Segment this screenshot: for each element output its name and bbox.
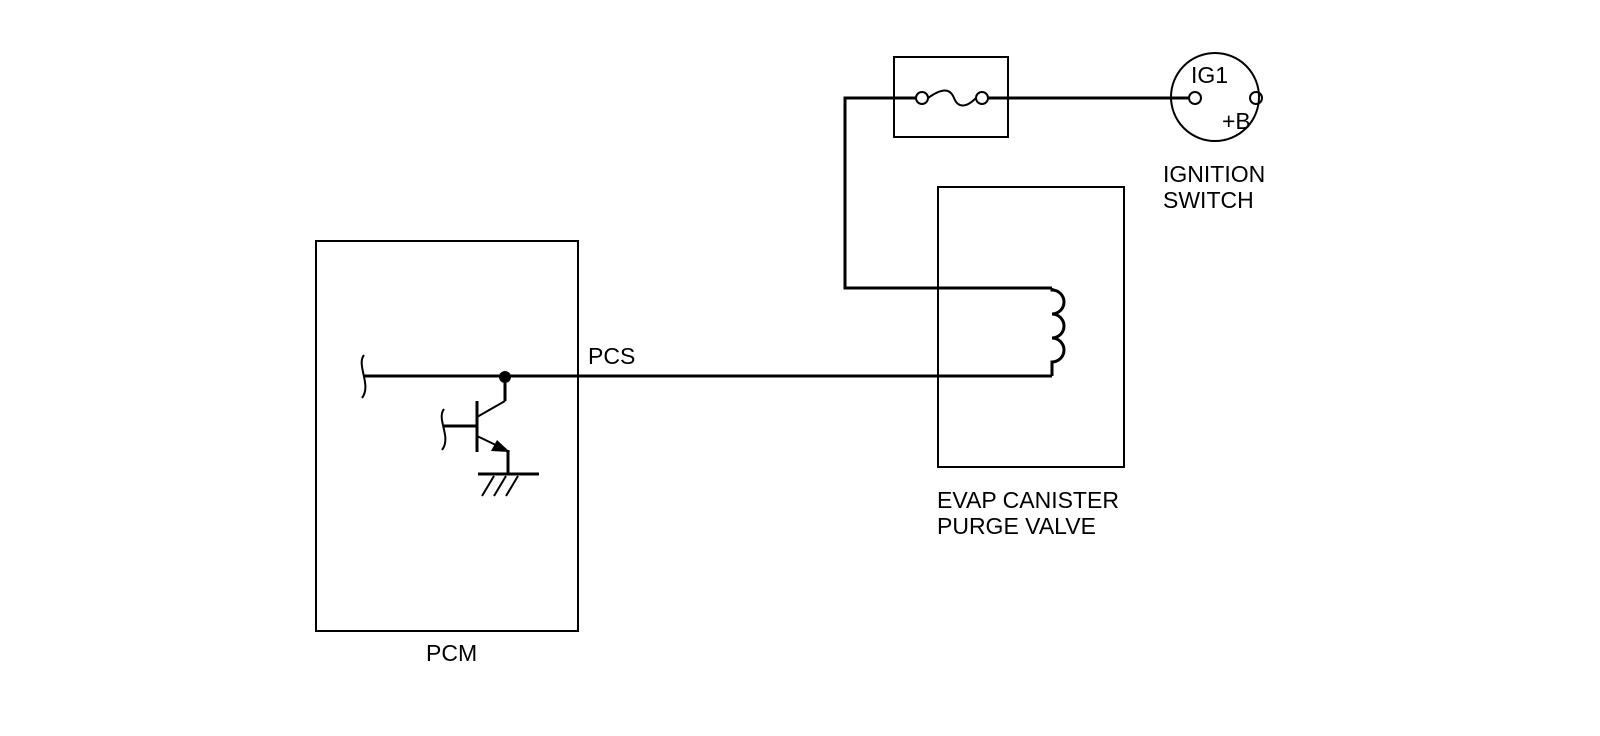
- b-terminal: [1249, 91, 1263, 105]
- ig1-terminal: [1188, 91, 1202, 105]
- coil-to-fuse-wire: [843, 96, 1052, 290]
- fuse-terminal-left: [915, 91, 929, 105]
- ground-hatch-3: [505, 475, 519, 497]
- evap-valve-label-line2: PURGE VALVE: [937, 513, 1096, 539]
- evap-valve-label-line1: EVAP CANISTER: [937, 487, 1119, 513]
- ignition-switch-label-line2: SWITCH: [1163, 187, 1254, 213]
- pcm-box: [315, 240, 579, 632]
- fuse-terminal-right: [975, 91, 989, 105]
- ig1-terminal-label: IG1: [1191, 62, 1228, 88]
- pcm-module: PCM: [315, 240, 579, 666]
- ground-hatch-1: [481, 475, 495, 497]
- ignition-switch: IG1 +B IGNITION SWITCH: [1163, 52, 1265, 213]
- evap-valve-box: [937, 186, 1125, 468]
- base-break-symbol: [440, 408, 447, 451]
- emitter-arrow-icon: [491, 440, 510, 452]
- pcs-wire-label: PCS: [588, 343, 635, 369]
- solenoid-coil-icon: [1050, 288, 1066, 376]
- pcm-label: PCM: [426, 640, 477, 666]
- fuse-element: [927, 89, 977, 107]
- transistor-collector: [476, 400, 506, 418]
- ground-hatch-2: [493, 475, 507, 497]
- ignition-switch-label-line1: IGNITION: [1163, 161, 1265, 187]
- ground-icon: [478, 472, 539, 497]
- ignition-switch-body: [1170, 52, 1260, 142]
- transistor-icon: [440, 377, 510, 473]
- evap-canister-purge-valve: EVAP CANISTER PURGE VALVE: [937, 186, 1125, 539]
- b-terminal-label: +B: [1222, 108, 1251, 134]
- pcm-internal-break-symbol: [360, 354, 367, 399]
